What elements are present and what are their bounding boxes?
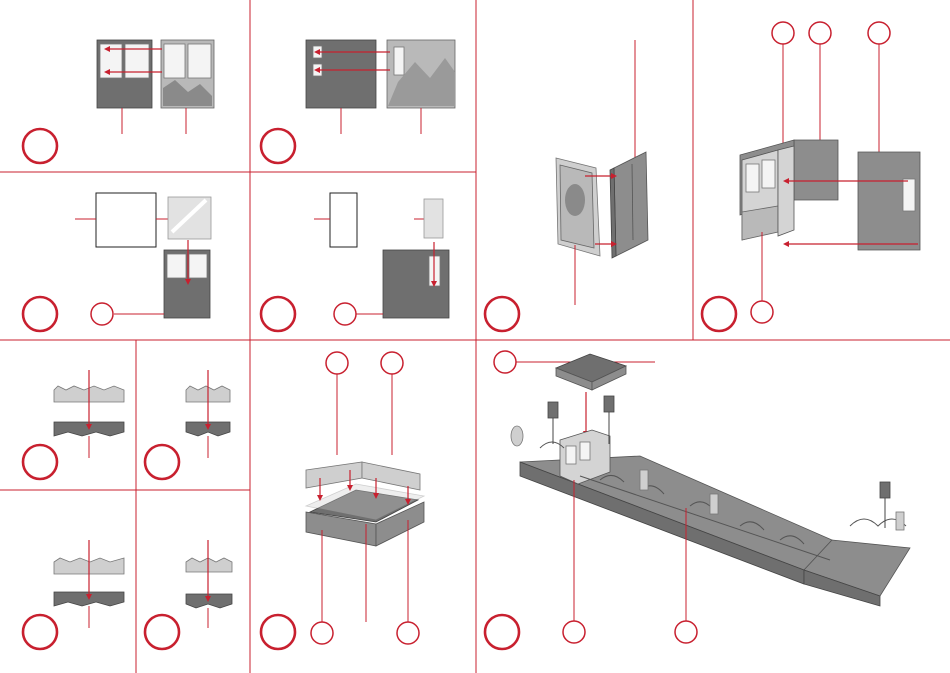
step-8-number-badge (145, 445, 179, 479)
step-8-panel (145, 370, 230, 479)
step-11-callout-a (326, 352, 348, 374)
step-4-number-badge (261, 297, 295, 331)
step-6-part-callout (751, 301, 773, 323)
step-12-number-badge (485, 615, 519, 649)
step-6-callout-b (809, 22, 831, 44)
step-3-part-callout (91, 303, 113, 325)
step-6-callout-a (772, 22, 794, 44)
step-4-part-callout (334, 303, 356, 325)
step-1-panel (23, 40, 214, 163)
step-12-roof-callout (494, 351, 516, 373)
step-9-number-badge (23, 615, 57, 649)
step-11-callout-b (381, 352, 403, 374)
step-12-panel (485, 351, 910, 649)
step-9-panel (23, 540, 124, 649)
step-11-part-callout-b (397, 622, 419, 644)
step-11-number-badge (261, 615, 295, 649)
step-1-number-badge (23, 129, 57, 163)
step-11-panel (261, 352, 424, 649)
step-12-platform-callout (675, 621, 697, 643)
step-2-number-badge (261, 129, 295, 163)
step-6-number-badge (702, 297, 736, 331)
step-10-panel (145, 540, 232, 649)
step-5-panel (485, 40, 648, 331)
step-4-panel (261, 193, 449, 331)
step-5-number-badge (485, 297, 519, 331)
step-12-kiosk-callout (563, 621, 585, 643)
step-3-number-badge (23, 297, 57, 331)
step-7-panel (23, 370, 124, 479)
step-6-callout-c (868, 22, 890, 44)
step-10-number-badge (145, 615, 179, 649)
step-11-part-callout-a (311, 622, 333, 644)
step-2-panel (261, 40, 455, 163)
step-7-number-badge (23, 445, 57, 479)
step-3-panel (23, 193, 211, 331)
step-6-panel (702, 22, 920, 331)
